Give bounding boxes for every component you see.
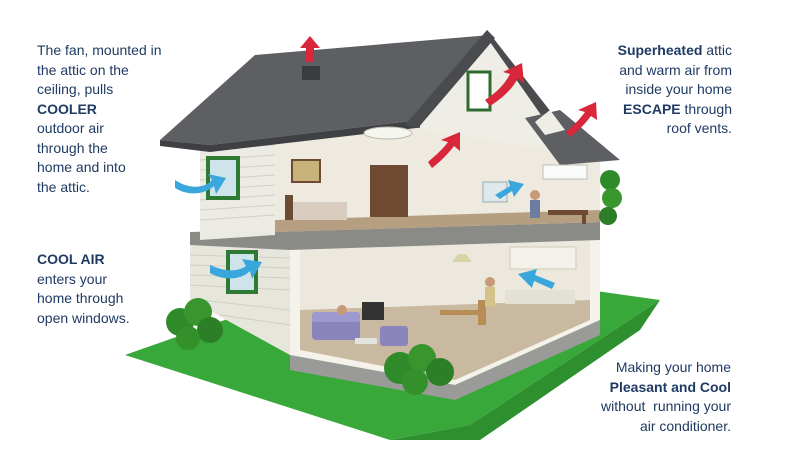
superheated-caption-line1: Superheated attic: [617, 42, 732, 58]
upper-floor-back-wall: [275, 120, 600, 232]
person-sofa: [337, 305, 347, 315]
dining-chair: [478, 300, 486, 325]
gable-roof-right: [487, 30, 565, 135]
hot-arrow-gable: [485, 63, 524, 106]
cool-air-caption-line: enters your: [37, 270, 108, 287]
fan-caption: The fan, mounted in the attic on the cei…: [37, 41, 197, 197]
fan-caption-line: the attic.: [37, 178, 90, 195]
hot-arrow-roof-vent: [300, 36, 320, 62]
fan-caption-line: through the: [37, 139, 108, 156]
person-at-desk-body: [530, 200, 540, 218]
wardrobe: [370, 165, 408, 217]
pleasant-caption: Making your home Pleasant and Cool witho…: [531, 358, 731, 436]
superheated-caption-line4: ESCAPE through: [623, 100, 732, 117]
air-conditioner-unit: [542, 164, 588, 180]
hot-arrow-side-roof: [566, 102, 597, 137]
television: [362, 302, 384, 320]
superheated-caption: Superheated attic and warm air from insi…: [532, 41, 732, 139]
dining-table: [440, 310, 480, 315]
pleasant-caption-line: without running your: [601, 398, 731, 414]
kitchen-cabinets: [509, 246, 577, 270]
person-standing-body: [485, 287, 495, 307]
kitchen-counter: [505, 290, 575, 304]
desk-leg: [582, 214, 586, 224]
fan-caption-line: ceiling, pulls: [37, 81, 114, 97]
cool-air-caption-line: open windows.: [37, 309, 130, 326]
superheated-caption-line: roof vents.: [666, 120, 732, 136]
upper-floor-floor: [275, 210, 600, 232]
fan-caption-bold: COOLER: [37, 100, 97, 117]
bushes: [166, 170, 622, 395]
fan-caption-line: outdoor air: [37, 120, 104, 136]
person-standing: [485, 277, 495, 287]
pleasant-caption-bold: Pleasant and Cool: [609, 378, 731, 395]
cool-arrow-lower-window: [210, 259, 262, 279]
side-dormer: [535, 110, 565, 135]
person-at-desk: [530, 190, 540, 200]
sofa: [312, 318, 360, 340]
superheated-caption-line: and warm air from: [619, 61, 732, 78]
gable-roof-left: [405, 30, 495, 128]
roof-vent: [302, 66, 320, 80]
main-roof-edge: [160, 120, 425, 152]
cool-air-caption-bold: COOL AIR: [37, 251, 105, 267]
superheated-caption-line: inside your home: [625, 81, 732, 97]
fan-caption-line: The fan, mounted in: [37, 42, 162, 58]
bed-headboard: [285, 195, 293, 220]
hot-air-arrows: [300, 36, 597, 168]
cool-air-caption: COOL AIR enters your home through open w…: [37, 250, 187, 328]
cool-arrow-upper-window: [175, 174, 226, 194]
cool-arrow-kitchen: [518, 269, 555, 289]
pleasant-caption-line: air conditioner.: [639, 417, 731, 434]
hot-arrow-attic: [428, 132, 460, 168]
bed: [287, 202, 347, 220]
floor-slab: [190, 222, 600, 250]
gable-window: [466, 70, 492, 112]
wall-picture: [291, 159, 321, 183]
pendant-lamp: [452, 254, 472, 262]
cool-air-caption-line: home through: [37, 290, 124, 306]
sofa-back: [312, 312, 360, 322]
fan-caption-line: home and into: [37, 159, 126, 175]
coffee-table: [355, 338, 377, 344]
armchair: [380, 326, 408, 346]
fan-caption-line: the attic on the: [37, 61, 129, 78]
pleasant-caption-line: Making your home: [615, 359, 731, 375]
cool-air-arrows: [175, 174, 555, 289]
desk: [548, 210, 588, 215]
foundation: [290, 320, 600, 400]
main-roof: [160, 35, 490, 145]
attic-fan: [363, 126, 413, 140]
cool-arrow-office: [495, 180, 524, 199]
